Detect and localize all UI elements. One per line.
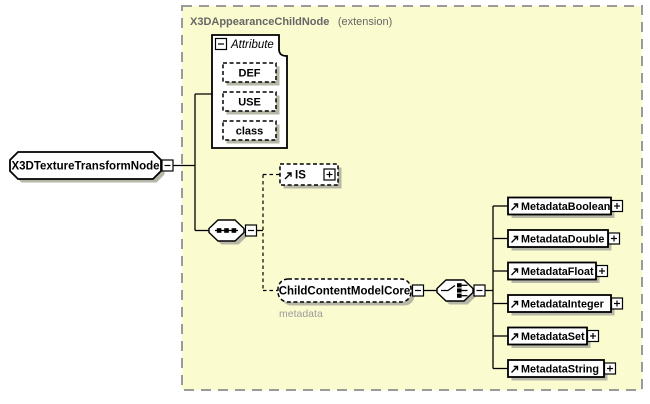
child-content-model-box[interactable]	[277, 278, 412, 303]
metadata-integer-expand-button[interactable]	[610, 297, 624, 310]
metadata-float-expand-button[interactable]	[595, 264, 609, 278]
metadata-element-boolean[interactable]: MetadataBoolean	[507, 196, 624, 219]
metadata-set-label: MetadataSet	[521, 331, 585, 343]
metadata-boolean-label: MetadataBoolean	[521, 201, 610, 213]
attribute-class-label: class	[236, 126, 264, 138]
connector-lines	[173, 93, 508, 370]
root-element-box[interactable]	[9, 151, 162, 180]
root-element-collapse-button[interactable]	[161, 159, 174, 172]
child-content-model-collapse-button[interactable]	[411, 284, 425, 297]
is-element[interactable]: IS	[279, 163, 342, 189]
sequence-icon	[215, 228, 238, 233]
metadata-integer-label: MetadataInteger	[521, 299, 605, 311]
attribute-group-collapse-button[interactable]	[214, 37, 228, 51]
is-element-label: IS	[295, 170, 306, 182]
child-content-model-label: ChildContentModelCore	[279, 286, 411, 298]
metadata-element-string[interactable]: MetadataString	[507, 359, 617, 381]
sequence-compositor[interactable]	[208, 219, 258, 245]
metadata-double-label: MetadataDouble	[521, 234, 604, 246]
extension-title: X3DAppearanceChildNode (extension)	[190, 12, 392, 29]
metadata-float-label: MetadataFloat	[521, 266, 594, 278]
root-element-label: X3DTextureTransformNode	[11, 161, 159, 173]
extension-qualifier-label: (extension)	[338, 16, 392, 28]
metadata-element-double[interactable]: MetadataDouble	[507, 229, 621, 251]
attribute-def[interactable]: DEF	[222, 62, 280, 86]
choice-collapse-button[interactable]	[473, 284, 486, 297]
metadata-double-expand-button[interactable]	[607, 232, 621, 245]
metadata-string-label: MetadataString	[521, 364, 599, 376]
metadata-element-set[interactable]: MetadataSet	[507, 326, 600, 349]
choice-compositor[interactable]	[436, 279, 486, 305]
metadata-string-expand-button[interactable]	[603, 362, 617, 375]
sequence-collapse-button[interactable]	[244, 224, 258, 237]
metadata-element-integer[interactable]: MetadataInteger	[507, 294, 624, 316]
metadata-element-float[interactable]: MetadataFloat	[507, 261, 609, 284]
attribute-group-header: Attribute	[230, 39, 274, 51]
root-element[interactable]: X3DTextureTransformNode	[9, 151, 174, 183]
child-content-model-element[interactable]: ChildContentModelCore metadata	[277, 278, 425, 320]
metadata-boolean-expand-button[interactable]	[610, 199, 624, 213]
extension-name-label: X3DAppearanceChildNode	[190, 16, 329, 28]
attribute-group: Attribute DEF USE class	[211, 34, 288, 149]
attribute-class[interactable]: class	[222, 120, 280, 144]
is-expand-button[interactable]	[323, 168, 336, 181]
choice-icon	[441, 283, 468, 298]
attribute-use-label: USE	[238, 97, 261, 109]
child-content-model-annotation: metadata	[279, 308, 323, 320]
attribute-def-label: DEF	[239, 68, 261, 80]
attribute-use[interactable]: USE	[222, 91, 280, 115]
metadata-set-expand-button[interactable]	[586, 329, 600, 343]
